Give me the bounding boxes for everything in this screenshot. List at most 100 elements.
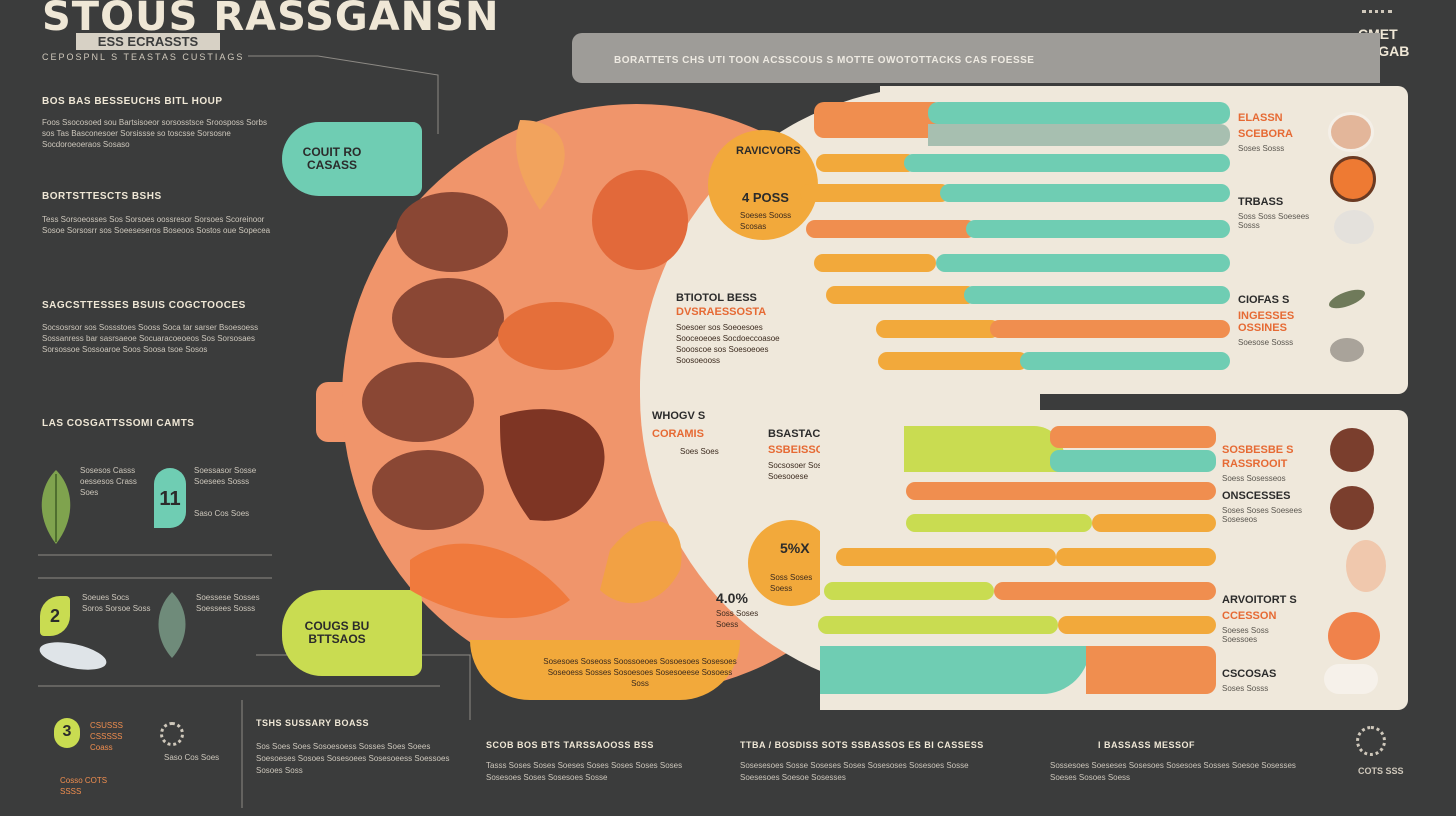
bar-top-4b (966, 220, 1230, 238)
left-card-4-text: Soeues Socs Soros Sorsoe Soss (82, 593, 151, 613)
seed-icon (1330, 338, 1364, 362)
bar-top-1c (928, 124, 1230, 146)
info-3-heading: WHOGV S (652, 410, 706, 422)
right-bottom-row-3-heading: ARVOITORT S (1222, 594, 1297, 606)
info-2-orange: DVSRAESSOSTA (676, 306, 767, 318)
bar-top-2b (904, 154, 1230, 172)
right-bottom-row-1-text: Soess Sosesseos (1222, 474, 1286, 483)
right-bottom-row-1-heading: SOSBESBE S (1222, 444, 1294, 456)
bottom-block-4-text: Sossesoes Soeseses Sosesoes Sosesoes Sos… (1050, 761, 1296, 782)
right-top-row-1-orange: SCEBORA (1238, 128, 1294, 140)
bar-bottom-7b (1086, 646, 1216, 694)
bar-top-7 (876, 320, 1000, 338)
tag-bottom-label: COUGS BU BTTSAOS (304, 619, 370, 646)
right-bottom-row-1-orange: RASSROOIT (1222, 458, 1288, 470)
right-bottom-row-2-text: Soses Soses Soesees Soseseos (1222, 506, 1303, 524)
wheel-bottom-text: Sosesoes Soseoss Soossoeoes Sosoesoes So… (543, 657, 737, 688)
top-banner (572, 33, 1380, 83)
bar-bottom-5 (824, 582, 994, 600)
leaf-icon (41, 470, 71, 544)
left-section-2-text: Tess Sorsoeosses Sos Sorsoes oossresor S… (42, 215, 271, 235)
right-top-row-1-heading: ELASSN (1238, 112, 1283, 124)
corner-dots (1362, 10, 1392, 16)
bottom-block-2-text: Tasss Soses Soses Soeses Soses Soses Sos… (486, 761, 683, 782)
bar-top-6 (826, 286, 976, 304)
left-badge-11: 11 (154, 468, 186, 528)
right-top-row-1-text: Soses Sosss (1238, 144, 1285, 153)
tag-top-teal[interactable]: COUIT RO CASASS (282, 122, 422, 196)
bar-top-3b (940, 184, 1230, 202)
bar-top-6b (964, 286, 1230, 304)
bar-bottom-1b (1050, 426, 1216, 448)
bar-top-8b (1020, 352, 1230, 370)
badge-seal-icon (1356, 726, 1386, 756)
bar-top-2 (816, 154, 916, 172)
right-bottom-row-3-orange: CCESSON (1222, 610, 1277, 622)
bar-bottom-1 (904, 426, 1064, 472)
right-top-row-3-text: Soesose Sosss (1238, 338, 1294, 347)
bar-bottom-6 (818, 616, 1058, 634)
percent-circle (748, 520, 834, 606)
right-top-row-2-text: Soss Soss Soesees Sosss (1238, 212, 1310, 230)
bar-bottom-2 (906, 482, 1216, 500)
percent-1-text: Soss Soses Soess (770, 573, 813, 593)
right-bottom-row-4-heading: CSCOSAS (1222, 668, 1277, 680)
left-badge-2-number: 2 (49, 606, 60, 626)
bar-top-7b (990, 320, 1230, 338)
left-section-3-text: Socsosrsor sos Sossstoes Sooss Soca tar … (42, 323, 259, 354)
info-1-value: 4 POSS (742, 190, 789, 205)
tag-top-label: COUIT RO CASASS (302, 145, 362, 172)
percent-2-value: 4.0% (716, 590, 748, 606)
wheel-bottom-band (470, 640, 740, 700)
bar-top-5b (936, 254, 1230, 272)
bottom-block-3-title: TTBA / BOSDISS SOTS SSBASSOS ES BI CASSE… (740, 740, 984, 750)
right-top-row-2-heading: TRBASS (1238, 196, 1284, 208)
bottom-left-text-2: Cosso COTS SSSS (60, 776, 108, 796)
left-card-5-text: Soessese Sosses Soessees Sosss (196, 593, 260, 613)
right-bottom-row-2-heading: ONSCESSES (1222, 490, 1291, 502)
bar-bottom-7 (820, 646, 1090, 694)
left-card-3-text: Saso Cos Soes (194, 509, 250, 518)
left-section-2-title: BORTSTTESCTS BSHS (42, 191, 162, 202)
salmon-slice-icon (1328, 612, 1380, 660)
meatball-icon-2 (1330, 486, 1374, 530)
info-3-orange: CORAMIS (652, 428, 704, 440)
bottom-block-4-title: I BASSASS MESSOF (1098, 740, 1196, 750)
tag-bottom-lime[interactable]: COUGS BU BTTSAOS (282, 590, 422, 676)
gear-icon (160, 722, 184, 746)
subtitle-badge: ESS ECRASSTS (76, 33, 220, 50)
panel-gap (1164, 394, 1408, 410)
bottom-block-3-text: Sosesesoes Sosse Soseses Soses Sosesoses… (740, 761, 969, 782)
left-section-4-title: LAS COSGATTSSOMI CAMTS (42, 418, 195, 429)
meat-illustrations (362, 120, 688, 619)
info-2-heading: BTIOTOL BESS (676, 292, 757, 304)
left-section-1-text: Foos Ssocosoed sou Bartsisoeor sorsossts… (42, 118, 267, 149)
bottom-block-1-text: Sos Soes Soes Sosoesoess Sosses Soes Soe… (256, 742, 450, 775)
bottom-left-text-1: CSUSSS CSSSSS Coass (90, 721, 123, 752)
corner-badge-text: COTS SSS (1358, 766, 1404, 776)
subtitle-line: CEPOSPNL S TEASTAS CUSTIAGS (42, 52, 245, 62)
herb-leaf-icon (158, 592, 186, 658)
info-1-text: Soeses Sooss Scosas (740, 211, 792, 231)
bottom-left-badge-3: 3 (54, 718, 80, 748)
left-card-2-text: Soessasor Sosse Soesees Sosss (194, 466, 257, 486)
bar-top-5 (814, 254, 936, 272)
left-section-1-title: BOS BAS BESSEUCHS BITL HOUP (42, 96, 223, 107)
left-badge-11-number: 11 (159, 488, 181, 510)
bar-bottom-4 (836, 548, 1056, 566)
right-bottom-row-3-text: Soeses Soss Soessoes (1222, 626, 1269, 644)
info-1-heading: RAVICVORS (736, 145, 801, 157)
bottom-block-1-title: TSHS SUSSARY BOASS (256, 718, 370, 728)
bar-bottom-4b (1056, 548, 1216, 566)
info-3-text: Soes Soes (680, 447, 719, 456)
info-2-text: Soesoer sos Soeoesoes Sooceoeoes Socdoec… (676, 323, 780, 365)
bar-top-3 (800, 184, 950, 202)
prawn-icon (1346, 540, 1386, 592)
percent-2-text: Soss Soses Soess (716, 609, 759, 629)
fish-fillet-icon (39, 642, 107, 670)
bar-bottom-3 (906, 514, 1092, 532)
bottom-left-badge-3-number: 3 (62, 723, 72, 740)
bar-top-1a (814, 102, 944, 138)
left-card-1-text: Sosesos Casss oessesos Crass Soes (80, 466, 137, 497)
bottom-left-text-3: Saso Cos Soes (164, 753, 220, 762)
